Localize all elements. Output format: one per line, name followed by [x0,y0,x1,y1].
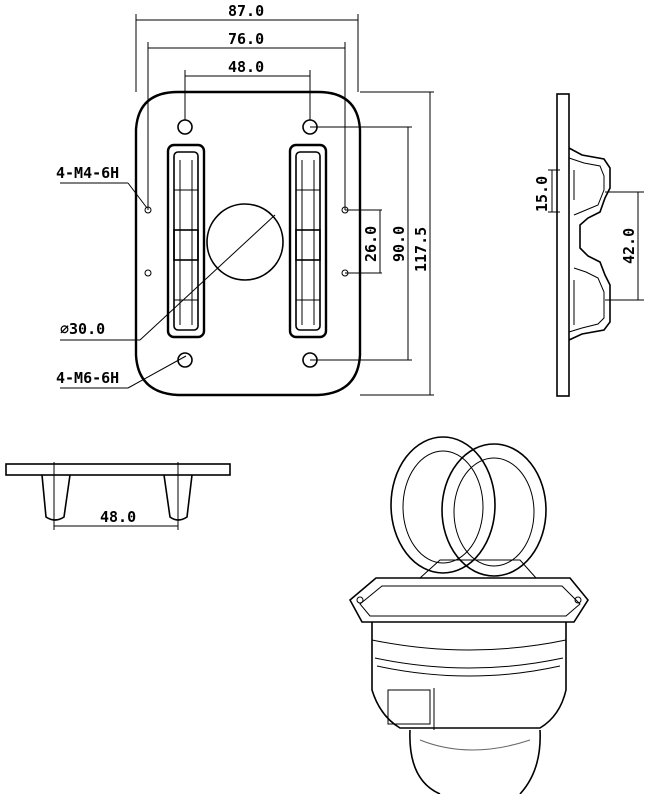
plate-front-view: 48.0 [5,462,231,530]
ring-left-outer [390,436,496,574]
base-plate [348,577,589,623]
thread-m4-label: 4-M4-6H [56,164,119,182]
dim-height-117-5-label: 117.5 [412,227,430,272]
housing-body [371,622,567,729]
slot-right [288,143,328,339]
thread-m6-label: 4-M6-6H [56,369,119,387]
camera-dome [409,729,541,794]
side-plate [556,93,570,397]
height-dimensions [310,91,434,396]
dim-height-26-label: 26.0 [362,226,380,262]
camera-assembly-isometric [348,436,589,794]
dia-leader [139,214,276,341]
m6-hole-bottom-left [177,352,193,368]
slot-left [166,143,206,339]
m6-leader [127,355,187,389]
width-dimensions [135,14,359,210]
dim-width-87-label: 87.0 [228,2,264,20]
m6-hole-top-left [177,119,193,135]
hole-diameter-label: ⌀30.0 [60,320,105,338]
dim-width-48-label: 48.0 [228,58,264,76]
dim-width-76-label: 76.0 [228,30,264,48]
m4-hole-left-lower [144,269,152,277]
front-post-left [41,474,71,521]
plate-outline [134,90,362,397]
plate-side-view: 15.0 42.0 [533,93,644,397]
front-plate [5,463,231,476]
plate-top-view: 87.0 76.0 48.0 26.0 90.0 117.5 4-M4-6H ⌀… [56,2,434,397]
center-cable-hole [206,203,284,281]
dim-bottom-48-label: 48.0 [100,508,136,526]
m4-leader [127,182,148,209]
dim-side-42-label: 42.0 [620,228,638,264]
ring-right-outer [441,443,547,577]
dim-side-15-label: 15.0 [533,176,551,212]
dim-height-90-label: 90.0 [390,226,408,262]
side-profile [568,147,611,341]
